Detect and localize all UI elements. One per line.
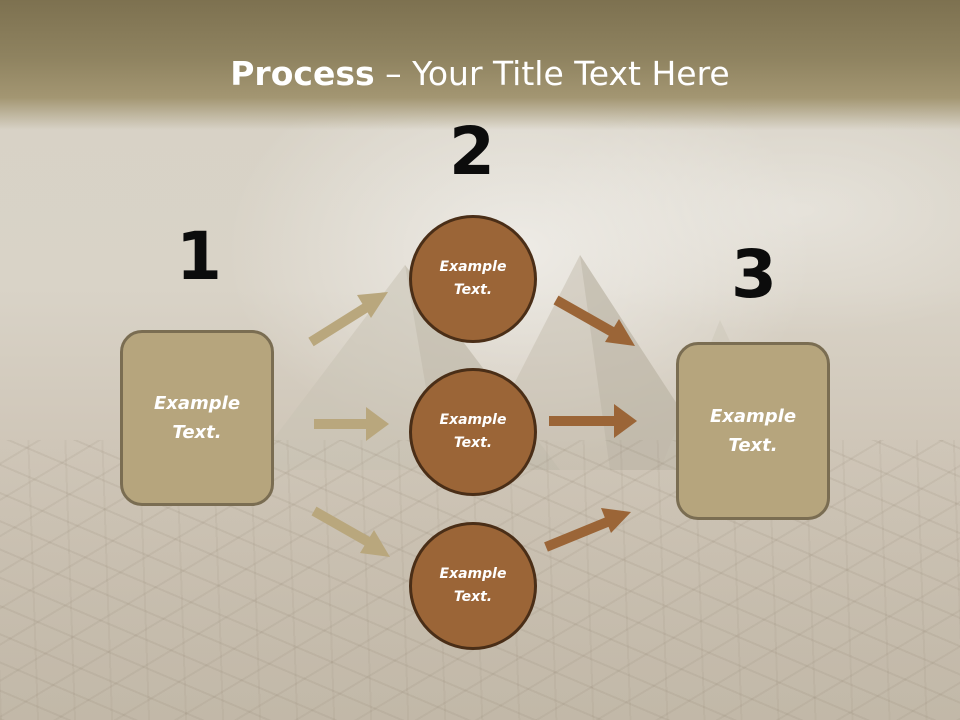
slide-title: Process – Your Title Text Here <box>0 52 960 96</box>
step-number-2: 2 <box>449 113 495 190</box>
step-2-circle-middle-text: Example Text. <box>439 412 507 451</box>
arrow-left-to-middle <box>314 407 389 441</box>
title-bold-part: Process <box>230 54 375 93</box>
arrow-top-to-right <box>553 295 635 346</box>
step-2-circle-bottom: Example Text. <box>409 522 537 650</box>
step-2-circle-top: Example Text. <box>409 215 537 343</box>
step-1-box-text: Example Text. <box>153 393 241 443</box>
step-number-3: 3 <box>731 236 777 313</box>
step-3-box-text: Example Text. <box>709 406 797 456</box>
step-2-circle-bottom-text: Example Text. <box>439 566 507 605</box>
arrow-left-to-top <box>308 292 388 347</box>
arrow-middle-to-right <box>549 404 637 438</box>
step-number-1: 1 <box>176 218 222 295</box>
arrow-bottom-to-right <box>544 508 631 552</box>
title-rest-part: – Your Title Text Here <box>374 54 730 93</box>
step-1-box: Example Text. <box>120 330 274 506</box>
step-2-circle-top-text: Example Text. <box>439 259 507 298</box>
step-3-box: Example Text. <box>676 342 830 520</box>
arrow-left-to-bottom <box>311 506 390 557</box>
title-band <box>0 0 960 130</box>
step-2-circle-middle: Example Text. <box>409 368 537 496</box>
